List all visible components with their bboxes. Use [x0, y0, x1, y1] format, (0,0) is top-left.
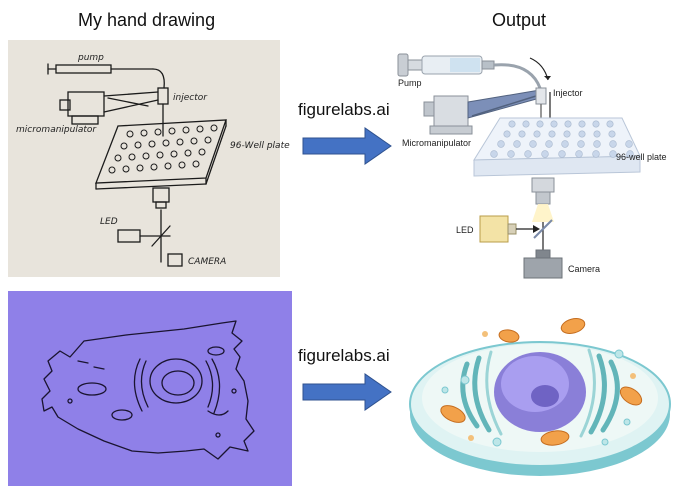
right-heading: Output: [492, 10, 547, 30]
bottom-arrow-shape: [302, 373, 392, 411]
top-arrow: [302, 127, 392, 165]
output-label-plate: 96-well plate: [616, 152, 667, 162]
output-label-camera: Camera: [568, 264, 600, 274]
sketch-label-plate: 96-Well plate: [230, 141, 290, 151]
output-cell-drawing: [409, 318, 671, 476]
sketch-cell-drawing: [41, 320, 255, 460]
sketch-label-injector: injector: [173, 93, 208, 103]
output-microinjection-panel: Pump Injector Micromanipulator 96-well p…: [390, 36, 680, 286]
top-arrow-shape: [302, 127, 392, 165]
output-label-led: LED: [456, 225, 474, 235]
output-label-injector: Injector: [553, 88, 583, 98]
output-cell-panel: [405, 292, 675, 492]
bottom-arrow-label: figurelabs.ai: [298, 346, 390, 365]
output-label-pump: Pump: [398, 78, 422, 88]
sketch-cell-panel: [8, 291, 292, 486]
top-arrow-label: figurelabs.ai: [298, 100, 390, 119]
output-label-micromanipulator: Micromanipulator: [402, 138, 471, 148]
sketch-microinjection-panel: pump injector micromanipulator 96-Well p…: [8, 40, 290, 277]
output-microinjection-drawing: Pump Injector Micromanipulator 96-well p…: [397, 53, 667, 279]
sketch-label-pump: pump: [77, 53, 104, 63]
bottom-arrow: [302, 373, 392, 411]
sketch-label-micromanipulator: micromanipulator: [16, 125, 97, 135]
sketch-label-camera: CAMERA: [188, 257, 226, 267]
sketch-label-led: LED: [100, 217, 118, 227]
left-heading: My hand drawing: [78, 10, 216, 30]
sketch-microinjection-drawing: pump injector micromanipulator 96-Well p…: [16, 53, 290, 267]
